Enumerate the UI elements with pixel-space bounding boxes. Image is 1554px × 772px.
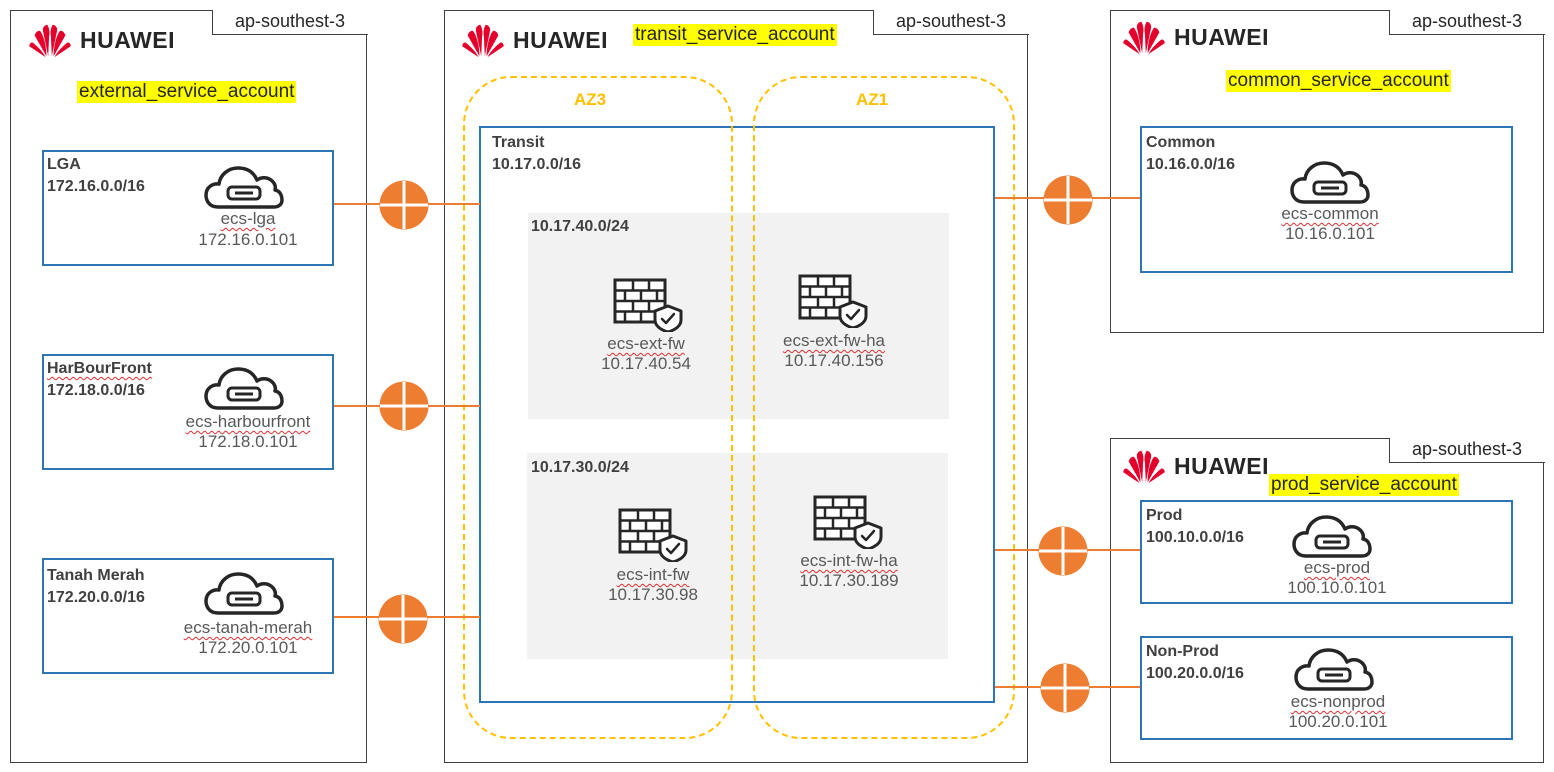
subnet-int <box>527 453 948 659</box>
ecs-name: ecs-ext-fw-ha <box>782 331 886 350</box>
ecs-ip: 172.18.0.101 <box>198 432 298 451</box>
ecs-name: ecs-tanah-merah <box>183 618 313 637</box>
huawei-logo: HUAWEI <box>1120 448 1269 484</box>
ecs-ip: 172.16.0.101 <box>198 230 298 249</box>
vpc-cidr: 10.16.0.0/16 <box>1146 156 1235 173</box>
ecs-cloud-icon <box>204 569 284 617</box>
account-name: transit_service_account <box>633 24 837 46</box>
vpc-peering-icon <box>379 180 429 230</box>
subnet-ext <box>528 213 949 419</box>
vpc-name: Common <box>1146 134 1216 151</box>
ecs-name: ecs-harbourfront <box>185 412 311 431</box>
region-label: ap-southest-3 <box>211 9 368 35</box>
availability-zone-az1 <box>753 76 1015 739</box>
ecs-ip: 10.17.40.54 <box>601 354 691 373</box>
ecs-cloud-icon <box>1290 158 1370 206</box>
az-label: AZ3 <box>574 90 607 109</box>
vpc-name: HarBourFront <box>47 360 152 377</box>
account-name: common_service_account <box>1226 70 1451 92</box>
ecs-name: ecs-int-fw <box>616 565 690 584</box>
vpc-cidr: 172.18.0.0/16 <box>47 382 145 399</box>
huawei-logo-text: HUAWEI <box>513 26 608 53</box>
vpc-cidr: 100.20.0.0/16 <box>1146 665 1244 682</box>
vpc-lga <box>42 150 334 266</box>
vpc-harbourfront <box>42 354 334 470</box>
huawei-logo: HUAWEI <box>459 22 608 58</box>
ecs-ip: 100.20.0.101 <box>1288 712 1388 731</box>
ecs-name: ecs-lga <box>220 209 276 228</box>
az-label: AZ1 <box>856 90 889 109</box>
vpc-cidr: 172.16.0.0/16 <box>47 178 145 195</box>
ecs-ip: 10.16.0.101 <box>1285 224 1375 243</box>
vpc-name: Tanah Merah <box>47 567 145 584</box>
account-name: prod_service_account <box>1269 474 1459 496</box>
ecs-cloud-icon <box>1294 645 1374 693</box>
vpc-peering-icon <box>1038 526 1088 576</box>
ecs-name: ecs-ext-fw <box>607 334 685 353</box>
vpc-name: Transit <box>492 134 545 151</box>
vpc-cidr: 172.20.0.0/16 <box>47 589 145 606</box>
availability-zone-az3 <box>463 76 733 739</box>
region-label: ap-southest-3 <box>872 9 1029 35</box>
subnet-cidr: 10.17.30.0/24 <box>531 459 629 476</box>
ecs-cloud-icon <box>204 364 284 412</box>
huawei-logo-text: HUAWEI <box>1174 23 1269 50</box>
vpc-name: LGA <box>47 156 81 173</box>
vpc-peering-icon <box>1040 663 1090 713</box>
ecs-name: ecs-prod <box>1303 558 1371 577</box>
vpc-peering-icon <box>379 381 429 431</box>
vpc-name: Prod <box>1146 507 1183 524</box>
ecs-ip: 100.10.0.101 <box>1287 578 1387 597</box>
vpc-peering-icon <box>378 594 428 644</box>
huawei-logo: HUAWEI <box>1120 19 1269 55</box>
vpc-common <box>1140 126 1513 273</box>
vpc-cidr: 100.10.0.0/16 <box>1146 529 1244 546</box>
region-label: ap-southest-3 <box>1388 437 1545 463</box>
ecs-cloud-icon <box>1292 512 1372 560</box>
ecs-name: ecs-nonprod <box>1290 692 1386 711</box>
ecs-cloud-icon <box>204 163 284 211</box>
huawei-logo-text: HUAWEI <box>80 26 175 53</box>
account-name: external_service_account <box>77 81 297 103</box>
ecs-ip: 10.17.30.98 <box>608 585 698 604</box>
subnet-cidr: 10.17.40.0/24 <box>531 218 629 235</box>
ecs-ip: 10.17.40.156 <box>784 351 884 370</box>
vpc-peering-icon <box>1043 175 1093 225</box>
vpc-tanah-merah <box>42 558 334 674</box>
huawei-logo-text: HUAWEI <box>1174 452 1269 479</box>
ecs-ip: 10.17.30.189 <box>799 571 899 590</box>
huawei-logo: HUAWEI <box>26 22 175 58</box>
vpc-cidr: 10.17.0.0/16 <box>492 156 581 173</box>
vpc-name: Non-Prod <box>1146 643 1219 660</box>
ecs-ip: 172.20.0.101 <box>198 638 298 657</box>
region-label: ap-southest-3 <box>1388 9 1545 35</box>
ecs-name: ecs-common <box>1281 204 1379 223</box>
ecs-name: ecs-int-fw-ha <box>800 551 898 570</box>
